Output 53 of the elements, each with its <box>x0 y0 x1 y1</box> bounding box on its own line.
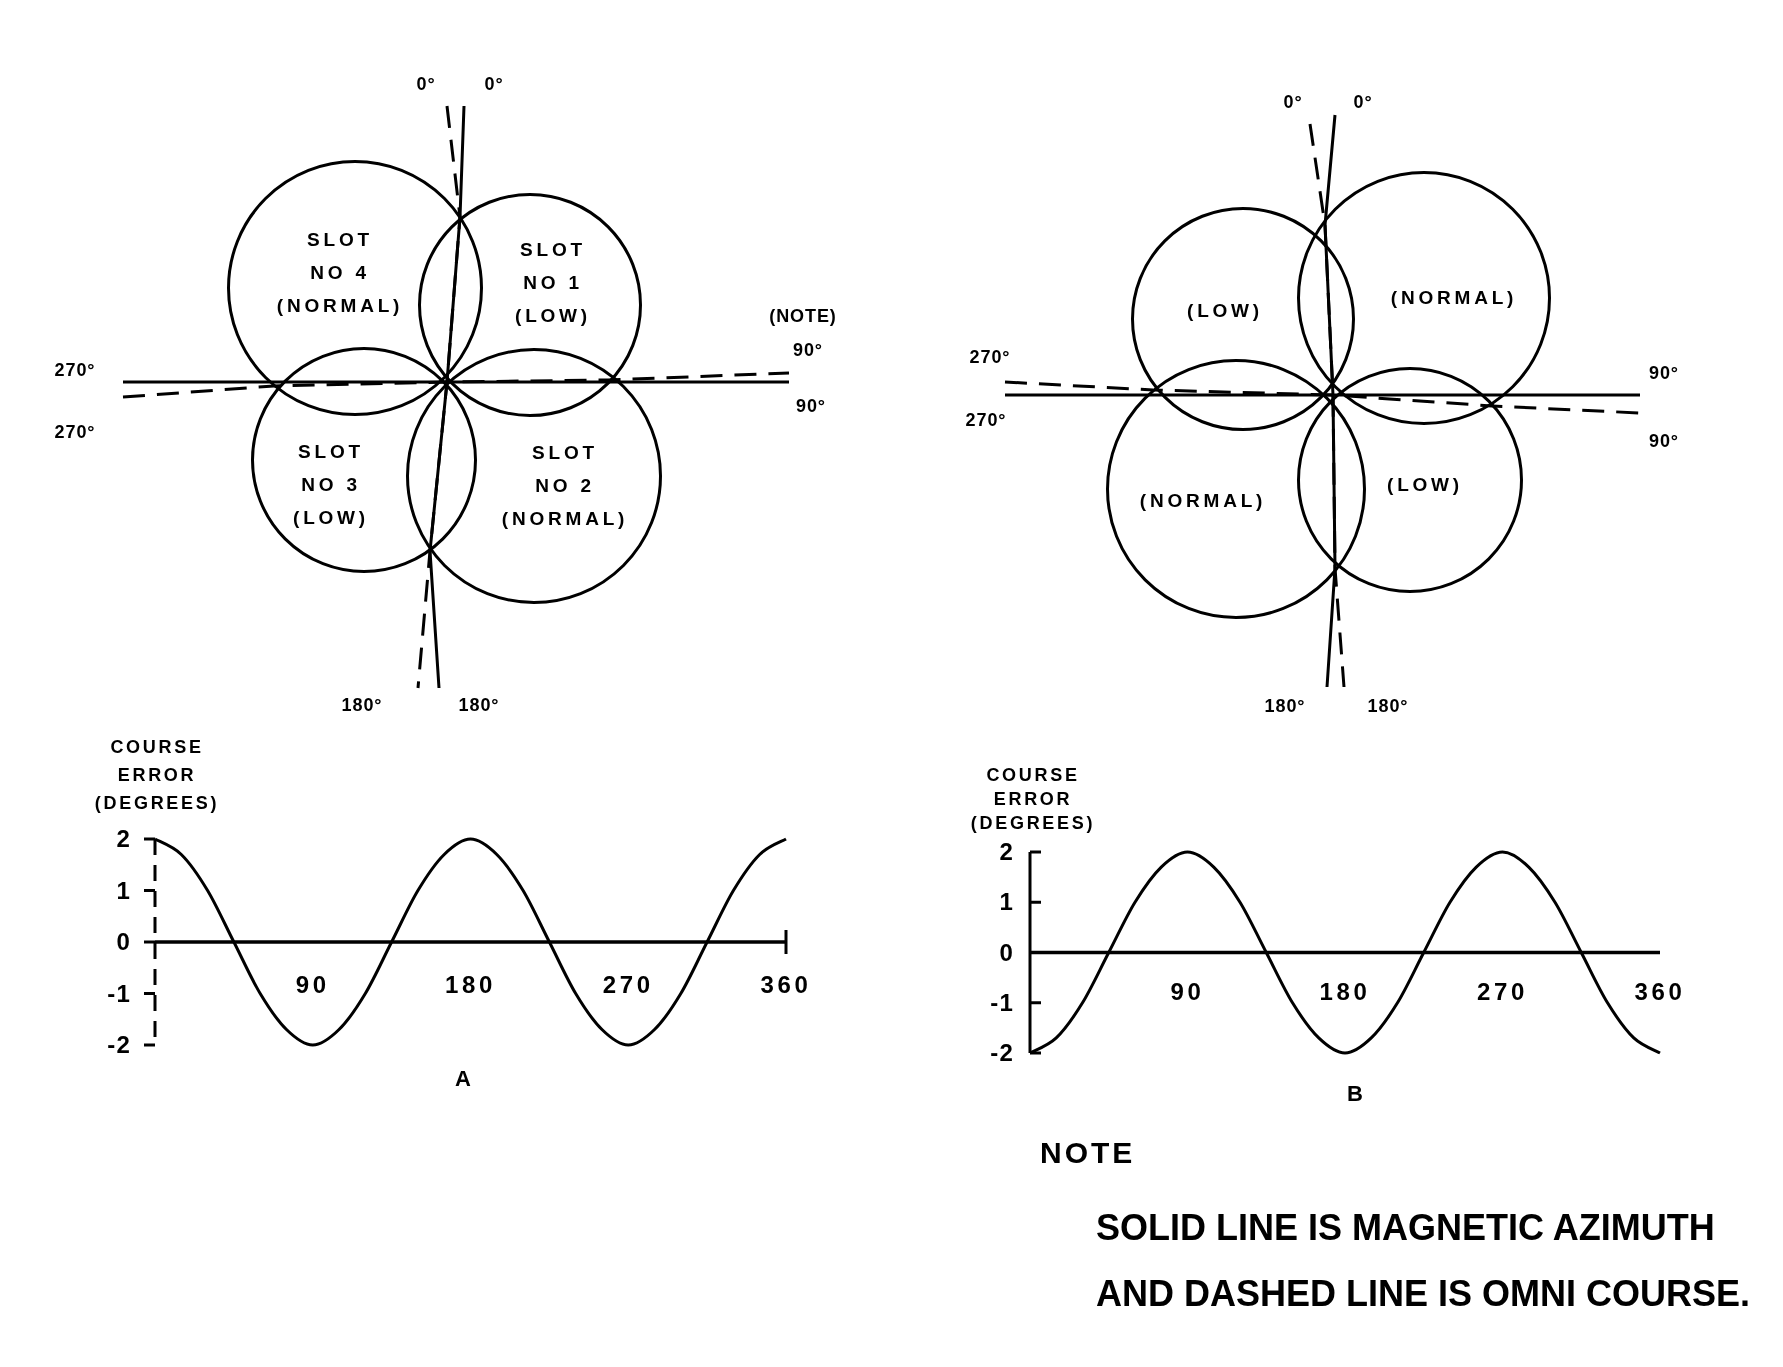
degree-label: 270° <box>969 348 1011 366</box>
x-tick-label: 180 <box>1319 980 1371 1004</box>
degree-label: 0° <box>484 75 504 93</box>
slot-label: SLOT NO 2 <box>531 440 599 498</box>
degree-label: 90° <box>796 397 826 415</box>
degree-label: 0° <box>416 75 436 93</box>
x-tick-label: 270 <box>602 973 654 997</box>
note-text: SOLID LINE IS MAGNETIC AZIMUTH AND DASHED LINE IS OMNI COURSE. <box>1096 1206 1752 1316</box>
degree-label: 0° <box>1353 93 1373 111</box>
degree-label: 90° <box>793 341 823 359</box>
degree-label: 270° <box>54 361 96 379</box>
x-tick-label: 90 <box>1170 980 1205 1004</box>
pattern-level-label: (LOW) <box>1387 472 1463 497</box>
y-tick-label: 0 <box>999 940 1014 965</box>
y-tick-label: -2 <box>107 1033 131 1057</box>
degree-label: 90° <box>1649 432 1679 450</box>
y-tick-label: -2 <box>990 1041 1014 1065</box>
x-tick-label: 270 <box>1477 980 1528 1004</box>
degree-label: 0° <box>1283 93 1303 111</box>
y-tick-label: -1 <box>107 981 131 1006</box>
x-tick-label: 180 <box>445 973 496 997</box>
degree-label: 180° <box>341 696 383 714</box>
pattern-level-label: (NORMAL) <box>1139 488 1267 513</box>
degree-label: 90° <box>1649 364 1679 382</box>
pattern-level-label: (LOW) <box>515 303 591 328</box>
y-tick-label: -1 <box>990 990 1014 1015</box>
pattern-level-label: (LOW) <box>293 505 369 530</box>
slot-label: SLOT NO 4 <box>306 227 374 285</box>
y-tick-label: 1 <box>999 890 1014 915</box>
axis-title: COURSE ERROR (DEGREES) <box>969 764 1097 835</box>
y-tick-label: 2 <box>999 840 1014 864</box>
y-tick-label: 0 <box>116 930 131 954</box>
degree-label: 180° <box>1264 697 1306 715</box>
note-reference: (NOTE) <box>769 307 837 325</box>
degree-label: 270° <box>54 423 96 441</box>
pattern-level-label: (NORMAL) <box>276 293 404 318</box>
axis-title: COURSE ERROR (DEGREES) <box>93 736 221 815</box>
slot-label: SLOT NO 1 <box>519 237 587 295</box>
pattern-level-label: (LOW) <box>1187 298 1263 323</box>
pattern-level-label: (NORMAL) <box>501 506 629 531</box>
degree-label: 270° <box>965 411 1007 429</box>
x-tick-label: 360 <box>760 973 812 997</box>
x-tick-label: 90 <box>295 973 330 997</box>
y-tick-label: 2 <box>116 827 131 851</box>
panel-label: B <box>1347 1083 1363 1105</box>
slot-label: SLOT NO 3 <box>297 439 365 497</box>
pattern-level-label: (NORMAL) <box>1390 285 1518 310</box>
degree-label: 180° <box>1367 697 1409 715</box>
note-heading: NOTE <box>1040 1135 1136 1171</box>
degree-label: 180° <box>458 696 500 714</box>
x-tick-label: 360 <box>1634 980 1686 1004</box>
y-tick-label: 1 <box>116 878 131 903</box>
panel-label: A <box>455 1068 471 1090</box>
